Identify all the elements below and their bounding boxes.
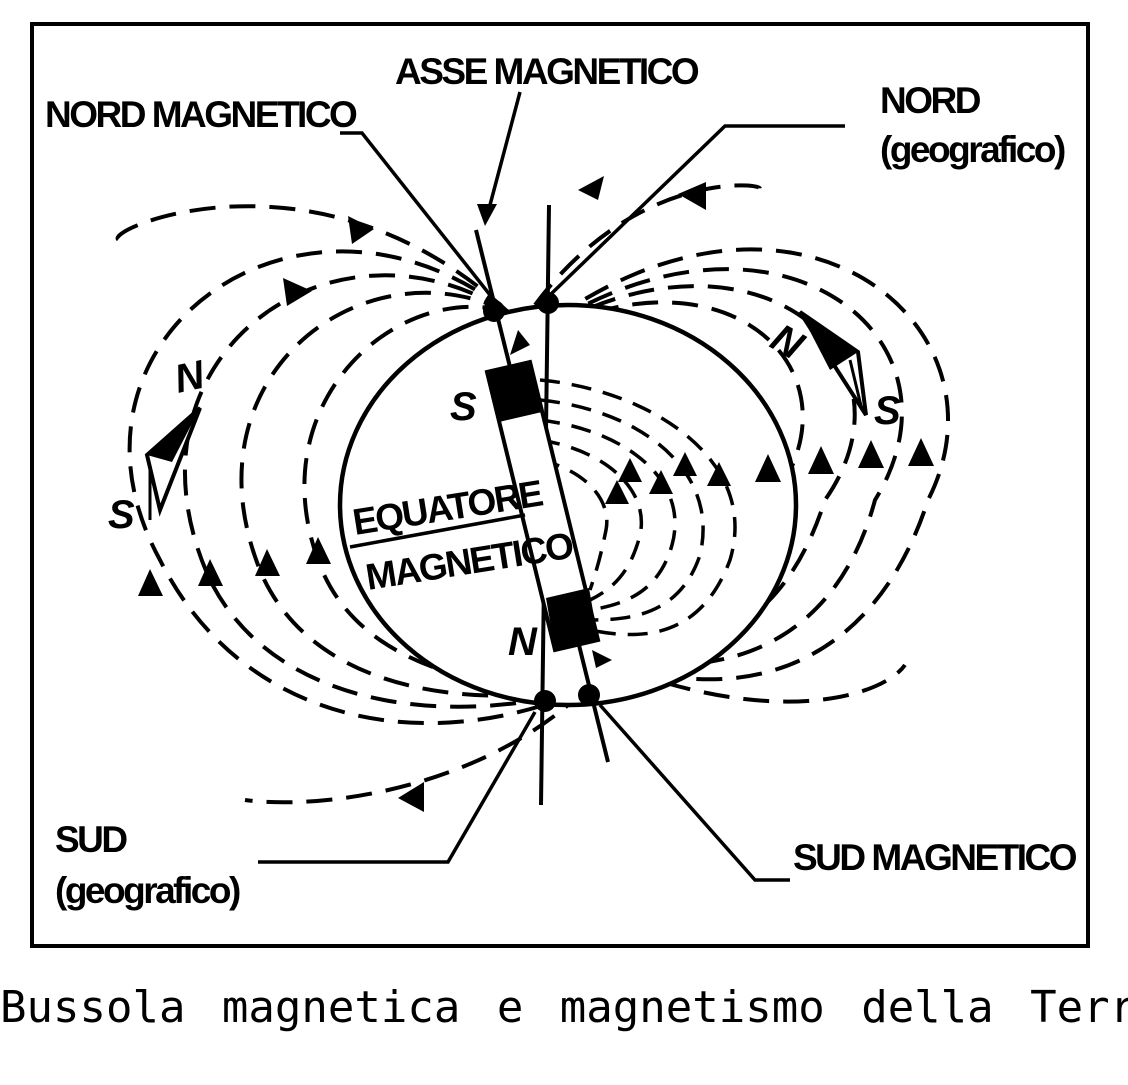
inner-line-1 — [539, 378, 737, 637]
field-line-right-1 — [518, 247, 950, 682]
field-line-left-3 — [239, 290, 586, 698]
south-geographic-pole-dot — [534, 690, 556, 712]
compass-right-needle-north — [800, 312, 858, 370]
arrow-left-col-2 — [198, 559, 223, 586]
arrow-left-col-3 — [255, 549, 280, 576]
label-compass-left-n: N — [171, 353, 209, 402]
leader-lines — [258, 91, 845, 882]
inner-line-3 — [539, 418, 677, 612]
north-magnetic-pole-dot — [483, 300, 505, 322]
label-nord-geografico-1: NORD — [880, 80, 981, 121]
leader-sud-geografico — [258, 711, 537, 864]
label-compass-left-s: S — [108, 493, 135, 537]
leader-nord-magnetico — [340, 131, 496, 302]
field-line-left-2 — [183, 273, 586, 709]
arrow-right-col-3 — [808, 446, 834, 474]
arrow-inner-1 — [707, 462, 731, 486]
label-sud-geografico-2: (geografico) — [55, 870, 240, 911]
field-arrows — [138, 176, 934, 812]
arrow-inner-2 — [673, 452, 697, 476]
arrow-inner-5 — [605, 480, 629, 504]
leader-nord-geografico — [548, 124, 845, 297]
label-magnet-n: N — [508, 620, 538, 664]
compass-left — [144, 406, 202, 520]
arrow-into-south — [592, 650, 612, 668]
field-line-bottom-right — [589, 653, 907, 704]
arrow-top-right-2 — [678, 182, 706, 210]
label-sud-magnetico: SUD MAGNETICO — [793, 837, 1077, 878]
label-compass-right-s: S — [874, 389, 901, 433]
arrow-left-col-4 — [306, 537, 331, 564]
diagram-frame — [30, 22, 1090, 948]
field-line-left-top — [115, 204, 510, 314]
field-line-left-1 — [127, 249, 586, 725]
earth-outline — [337, 302, 799, 708]
arrow-right-col-1 — [908, 438, 934, 466]
inner-line-5 — [539, 458, 609, 591]
leader-asse-magnetico — [488, 91, 522, 206]
north-geographic-pole-dot — [537, 292, 559, 314]
compass-right — [798, 310, 868, 417]
arrow-inner-3 — [649, 470, 673, 494]
bar-magnet — [484, 359, 601, 653]
label-magnet-s: S — [450, 385, 477, 429]
inner-line-2 — [539, 398, 705, 622]
internal-field-lines — [539, 378, 737, 637]
south-magnetic-pole-dot — [578, 684, 600, 706]
magnetic-equator-line — [349, 513, 526, 549]
magnet-north-block — [546, 588, 598, 650]
label-nord-geografico-2: (geografico) — [880, 129, 1065, 170]
arrow-right-col-4 — [755, 454, 781, 482]
arrow-into-north — [510, 330, 530, 355]
arrow-bottom — [398, 782, 424, 812]
arrow-axis — [477, 204, 497, 226]
leader-sud-magnetico — [598, 703, 790, 882]
arrow-left-top — [348, 216, 374, 244]
label-asse-magnetico: ASSE MAGNETICO — [395, 51, 699, 92]
arrow-top-right-1 — [578, 176, 604, 200]
arrow-left-col-1 — [138, 569, 163, 596]
label-compass-right-n: N — [764, 316, 812, 369]
compass-left-needle-north — [147, 408, 200, 462]
label-nord-magnetico: NORD MAGNETICO — [45, 94, 357, 135]
field-line-right-2 — [518, 267, 904, 667]
inner-line-4 — [539, 438, 644, 602]
label-sud-geografico-1: SUD — [55, 819, 127, 860]
arrow-inner-4 — [618, 458, 642, 482]
magnet-south-block — [487, 362, 542, 422]
compass-right-pin — [848, 359, 864, 411]
caption: Bussola magnetica e magnetismo della Ter… — [0, 982, 1128, 1033]
arrow-right-col-2 — [858, 440, 884, 468]
arrow-left-mid — [283, 278, 312, 306]
